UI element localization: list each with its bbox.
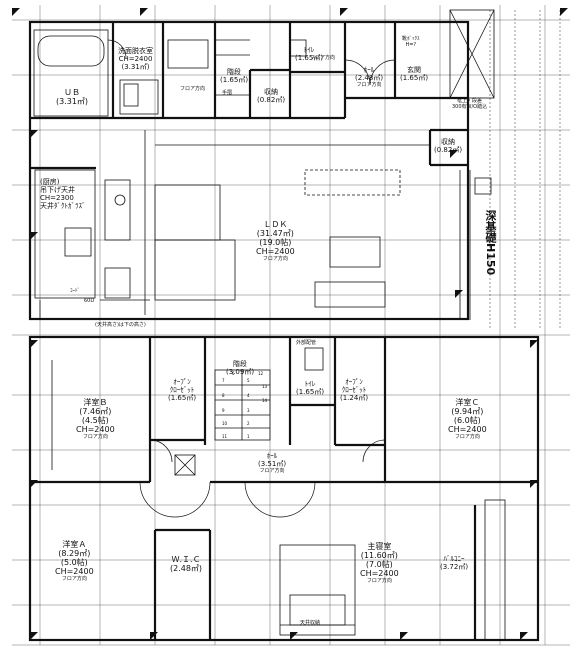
floor2-doors [139, 439, 386, 518]
room-youB-label: 洋室Ｂ (7.46㎡) (4.5帖) CH=2400 フロア方向 [76, 398, 115, 440]
ceiling-note: (天井高さ)は下の高さ) [95, 322, 146, 328]
room-ldk-label: ＬＤＫ (31.47㎡) (19.0帖) CH=2400 フロア方向 [256, 220, 295, 262]
room-kaidan2-label: 階段 (3.09㎡) [226, 360, 255, 376]
hood-label: ｺｰﾄﾞ [70, 288, 81, 294]
dimension-lines [489, 10, 561, 330]
floor1-thin-walls [33, 9, 495, 320]
tesuri-label: 手摺 [222, 90, 233, 96]
room-hall1-label: ﾎｰﾙ (2.48㎡) フロア方向 [355, 66, 384, 88]
stair-step-number: 4 [247, 393, 250, 398]
agari-label: 框上・段差 300有W/O踏込 [452, 98, 488, 110]
floor2-walls [28, 335, 540, 642]
stair-step-number: 9 [222, 408, 225, 413]
senmen-floor-label: フロア方向 [180, 86, 206, 92]
gaibu-label: 外部配管 [296, 340, 317, 346]
room-closetC-label: ｵｰﾌﾟﾝ ｸﾛｰｾﾞｯﾄ (1.24㎡) [340, 378, 369, 402]
floor2-thin-walls [51, 347, 506, 641]
room-wc2-label: ﾄｲﾚ (1.65㎡) [296, 380, 325, 396]
room-kitchen-label: (厨房) 吊下げ天井 CH=2300 天井ﾀﾞｸﾄｶﾞﾗｽﾞ [40, 178, 86, 210]
floor1-doors [107, 39, 396, 86]
stair-step-number: 5 [247, 378, 250, 383]
stair-step-number: 2 [247, 421, 250, 426]
stair-step-number: 6 [232, 371, 235, 376]
ref-label: 60D [84, 298, 95, 304]
room-balcony-label: ﾊﾞﾙｺﾆｰ (3.72㎡) [440, 555, 469, 571]
wc1-floor-label: フロア方向 [310, 55, 336, 61]
jouchi-label: 天井収納 [300, 620, 321, 626]
fukaki-label: 深基礎H150 [484, 210, 497, 276]
stair-step-number: 3 [247, 408, 250, 413]
stair-step-number: 8 [222, 393, 225, 398]
room-wic-label: Ｗ.Ｉ.Ｃ (2.48㎡) [170, 555, 203, 573]
stair-step-number: 1 [247, 434, 250, 439]
room-hall2-label: ﾎｰﾙ (3.51㎡) フロア方向 [258, 452, 287, 474]
room-wc1-label: ﾄｲﾚ (1.65㎡) [295, 46, 324, 62]
stair-step-number: 11 [222, 434, 228, 439]
room-shinshitsu-label: 主寝室 (11.60㎡) (7.0帖) CH=2400 フロア方向 [360, 542, 399, 584]
floor1-walls [28, 20, 470, 321]
room-senmen-label: 洗面脱衣室 CH=2400 (3.31㎡) [118, 47, 153, 71]
room-shuno2-label: 収納 (0.82㎡) [434, 138, 463, 154]
stair-step-number: 7 [222, 378, 225, 383]
room-ub-label: ＵＢ (3.31㎡) [56, 88, 89, 106]
room-closetB-label: ｵｰﾌﾟﾝ ｸﾛｰｾﾞｯﾄ (1.65㎡) [168, 378, 197, 402]
room-youA-label: 洋室Ａ (8.29㎡) (5.0帖) CH=2400 フロア方向 [55, 540, 94, 582]
stair-step-number: 14 [262, 398, 268, 403]
stair-step-number: 13 [262, 384, 268, 389]
stair-step-number: 12 [258, 371, 264, 376]
room-youC-label: 洋室Ｃ (9.94㎡) (6.0帖) CH=2400 フロア方向 [448, 398, 487, 440]
stair-step-number: 10 [222, 421, 228, 426]
room-shuno1-label: 収納 (0.82㎡) [257, 88, 286, 104]
room-genkan-label: 玄関 (1.65㎡) [400, 66, 429, 82]
room-kaidan1-label: 階段 (1.65㎡) [220, 68, 249, 84]
column-markers [12, 8, 568, 640]
kutsu-box-label: 靴ﾎﾞｯｸｽ H=? [402, 36, 420, 48]
